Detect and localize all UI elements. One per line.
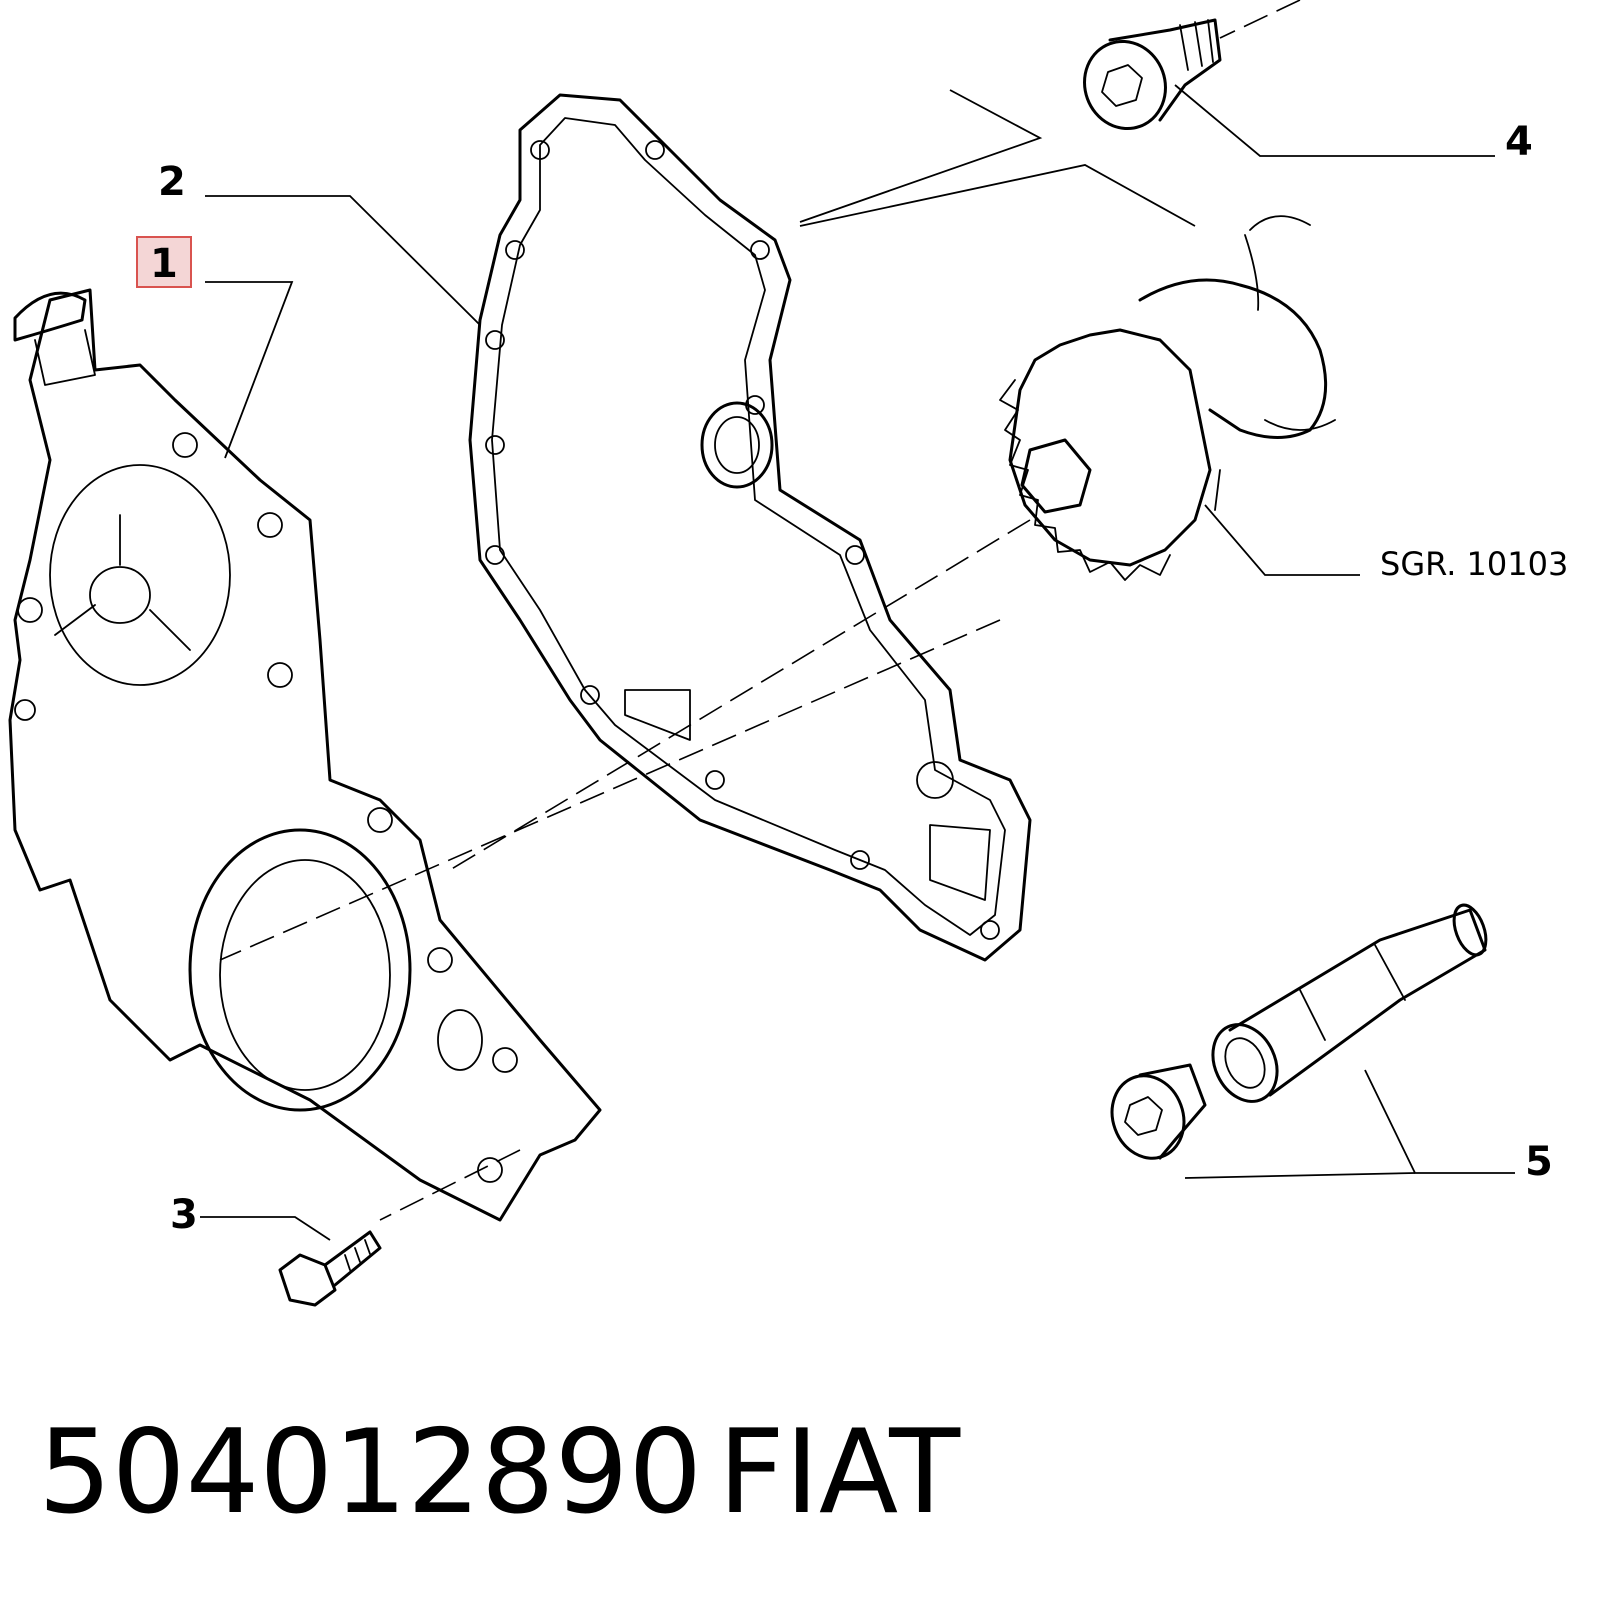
callout-ref-sgr[interactable]: SGR. 10103 bbox=[1380, 545, 1568, 583]
leader-lines bbox=[200, 84, 1515, 1241]
reference-gear-assembly bbox=[999, 215, 1336, 581]
part-5-shaft-plug[interactable] bbox=[1101, 901, 1492, 1169]
callout-5[interactable]: 5 bbox=[1525, 1139, 1553, 1185]
brand-name: FIAT bbox=[718, 1405, 961, 1540]
callout-4[interactable]: 4 bbox=[1505, 119, 1533, 165]
part-2-gasket[interactable] bbox=[468, 93, 1032, 962]
callout-1[interactable]: 1 bbox=[150, 241, 178, 287]
part-number: 504012890 bbox=[38, 1405, 702, 1540]
part-4-socket-screw[interactable] bbox=[1072, 18, 1222, 140]
part-1-pump-housing[interactable] bbox=[8, 288, 602, 1222]
callout-1-highlight bbox=[136, 236, 192, 288]
assembly-axes bbox=[219, 0, 1301, 1221]
callout-3[interactable]: 3 bbox=[170, 1192, 198, 1238]
part-3-hex-bolt[interactable] bbox=[278, 1230, 382, 1307]
callout-2[interactable]: 2 bbox=[158, 159, 186, 205]
